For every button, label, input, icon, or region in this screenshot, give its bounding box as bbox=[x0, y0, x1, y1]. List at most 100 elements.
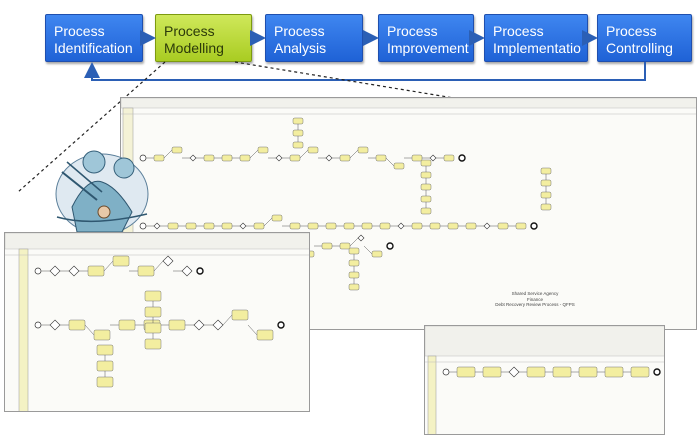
gateway bbox=[357, 234, 365, 242]
task-box bbox=[289, 222, 301, 230]
task-box bbox=[540, 179, 552, 187]
start-event bbox=[34, 267, 42, 275]
task-box bbox=[540, 191, 552, 199]
sequence-flow bbox=[349, 237, 359, 247]
task-box bbox=[292, 141, 304, 149]
step-process-analysis: Process Analysis bbox=[265, 14, 363, 62]
task-box bbox=[429, 222, 441, 230]
start-event bbox=[442, 368, 450, 376]
gateway bbox=[239, 222, 247, 230]
task-box bbox=[343, 222, 355, 230]
task-box bbox=[420, 171, 432, 179]
detail-process-model-right bbox=[424, 325, 665, 435]
sequence-flow bbox=[299, 149, 309, 159]
task-box bbox=[203, 222, 215, 230]
sequence-flow bbox=[263, 217, 273, 227]
task-box bbox=[171, 146, 183, 154]
task-box bbox=[87, 265, 105, 277]
task-box bbox=[348, 259, 360, 267]
task-box bbox=[420, 183, 432, 191]
sequence-flow bbox=[363, 245, 373, 255]
gateway bbox=[153, 222, 161, 230]
task-box bbox=[144, 290, 162, 302]
task-box bbox=[447, 222, 459, 230]
gateway bbox=[275, 154, 283, 162]
task-box bbox=[112, 255, 130, 267]
task-box bbox=[144, 322, 162, 334]
detail-left-diagram bbox=[5, 233, 309, 411]
step-process-implementation: Process Implementatio n bbox=[484, 14, 588, 62]
task-box bbox=[93, 329, 111, 341]
task-box bbox=[118, 319, 136, 331]
task-box bbox=[239, 154, 251, 162]
task-box bbox=[292, 129, 304, 137]
task-box bbox=[443, 154, 455, 162]
gateway bbox=[68, 265, 80, 277]
task-box bbox=[357, 146, 369, 154]
task-box bbox=[168, 319, 186, 331]
task-box bbox=[257, 146, 269, 154]
task-box bbox=[456, 366, 476, 378]
task-box bbox=[482, 366, 502, 378]
lane-header bbox=[121, 98, 696, 109]
task-box bbox=[578, 366, 598, 378]
gateway bbox=[49, 319, 61, 331]
sequence-flow bbox=[163, 149, 173, 159]
step-process-identification: Process Identification bbox=[45, 14, 143, 62]
task-box bbox=[393, 162, 405, 170]
task-box bbox=[185, 222, 197, 230]
step-label: Process Modelling bbox=[164, 23, 224, 56]
pool-lane bbox=[18, 248, 29, 411]
task-box bbox=[552, 366, 572, 378]
step-process-improvement: Process Improvement bbox=[378, 14, 474, 62]
sequence-flow bbox=[103, 260, 114, 272]
end-event bbox=[530, 222, 538, 230]
task-box bbox=[630, 366, 650, 378]
task-box bbox=[348, 283, 360, 291]
task-box bbox=[420, 207, 432, 215]
task-box bbox=[497, 222, 509, 230]
task-box bbox=[515, 222, 527, 230]
task-box bbox=[325, 222, 337, 230]
zoom-line-left bbox=[17, 61, 166, 193]
sequence-flow bbox=[84, 324, 95, 336]
surgeons-clipart bbox=[55, 150, 149, 235]
task-box bbox=[411, 154, 423, 162]
step-process-controlling: Process Controlling bbox=[597, 14, 692, 62]
sequence-flow bbox=[222, 314, 233, 326]
sequence-flow bbox=[249, 149, 259, 159]
task-box bbox=[371, 250, 383, 258]
gateway bbox=[181, 265, 193, 277]
task-box bbox=[96, 360, 114, 372]
end-event bbox=[653, 368, 661, 376]
task-box bbox=[379, 222, 391, 230]
sequence-flow bbox=[153, 260, 164, 272]
gateway bbox=[49, 265, 61, 277]
start-event bbox=[34, 321, 42, 329]
sequence-flow bbox=[247, 324, 258, 336]
task-box bbox=[321, 242, 333, 250]
task-box bbox=[361, 222, 373, 230]
gateway bbox=[212, 319, 224, 331]
task-box bbox=[375, 154, 387, 162]
step-label: Process Analysis bbox=[274, 23, 327, 56]
gateway bbox=[189, 154, 197, 162]
step-label: Process Controlling bbox=[606, 23, 673, 56]
task-box bbox=[167, 222, 179, 230]
gateway bbox=[508, 366, 520, 378]
step-label: Process Improvement bbox=[387, 23, 469, 56]
task-box bbox=[253, 222, 265, 230]
pool-lane bbox=[427, 355, 437, 434]
gateway bbox=[483, 222, 491, 230]
task-box bbox=[348, 271, 360, 279]
task-box bbox=[339, 154, 351, 162]
end-event bbox=[196, 267, 204, 275]
gateway bbox=[429, 154, 437, 162]
sequence-flow bbox=[385, 157, 395, 167]
main-model-caption: Shared Service Agency Finance Debt Recov… bbox=[495, 291, 575, 307]
task-box bbox=[144, 338, 162, 350]
task-box bbox=[68, 319, 86, 331]
gateway bbox=[325, 154, 333, 162]
sequence-flow bbox=[349, 149, 359, 159]
task-box bbox=[137, 265, 155, 277]
